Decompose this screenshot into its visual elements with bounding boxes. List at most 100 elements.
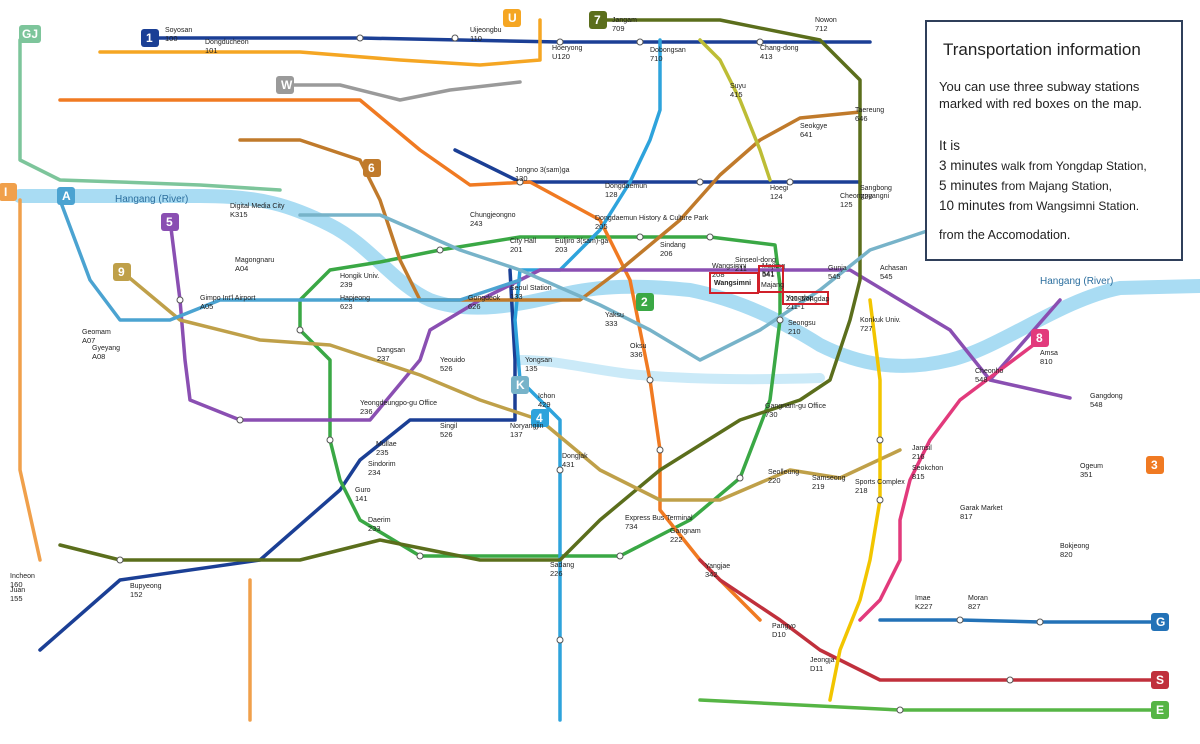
line-badge-u: U — [503, 9, 521, 27]
station-code: 235 — [376, 448, 389, 457]
highlight-box-yongdap[interactable] — [782, 291, 829, 305]
line-badge-9: 9 — [113, 263, 131, 281]
station-name: Chang-dong — [760, 45, 799, 52]
station-konkuk-univ-[interactable]: Konkuk Univ.727 — [860, 317, 901, 333]
station-code: 110 — [470, 34, 482, 43]
station-code: 226 — [550, 569, 563, 578]
station-name: Hongik Univ. — [340, 273, 379, 280]
info-row-wangsimni: 10 minutes from Wangsimni Station. — [939, 196, 1171, 216]
station-code: 216 — [912, 452, 925, 461]
highlight-code-yongdap: 211-1 — [786, 294, 805, 303]
highlight-box-majang[interactable] — [758, 265, 784, 293]
station-hongik-univ-[interactable]: Hongik Univ.239 — [340, 273, 379, 289]
station-name: Seokchon — [912, 465, 943, 472]
station-name: Sports Complex — [855, 479, 905, 486]
station-code: 211 — [735, 264, 747, 273]
station-code: A05 — [200, 302, 213, 311]
line-badge-i: I — [0, 183, 17, 201]
station-name: Yeongdeungpo-gu Office — [360, 400, 437, 407]
station-name: Express Bus Terminal — [625, 515, 693, 522]
svg-text:7: 7 — [594, 13, 601, 27]
svg-text:U: U — [508, 11, 517, 25]
station-code: 623 — [340, 302, 353, 311]
station-name: Cheonho — [975, 368, 1004, 375]
station-code: 727 — [860, 324, 873, 333]
station-code: K227 — [915, 602, 933, 611]
svg-text:5: 5 — [166, 215, 173, 229]
